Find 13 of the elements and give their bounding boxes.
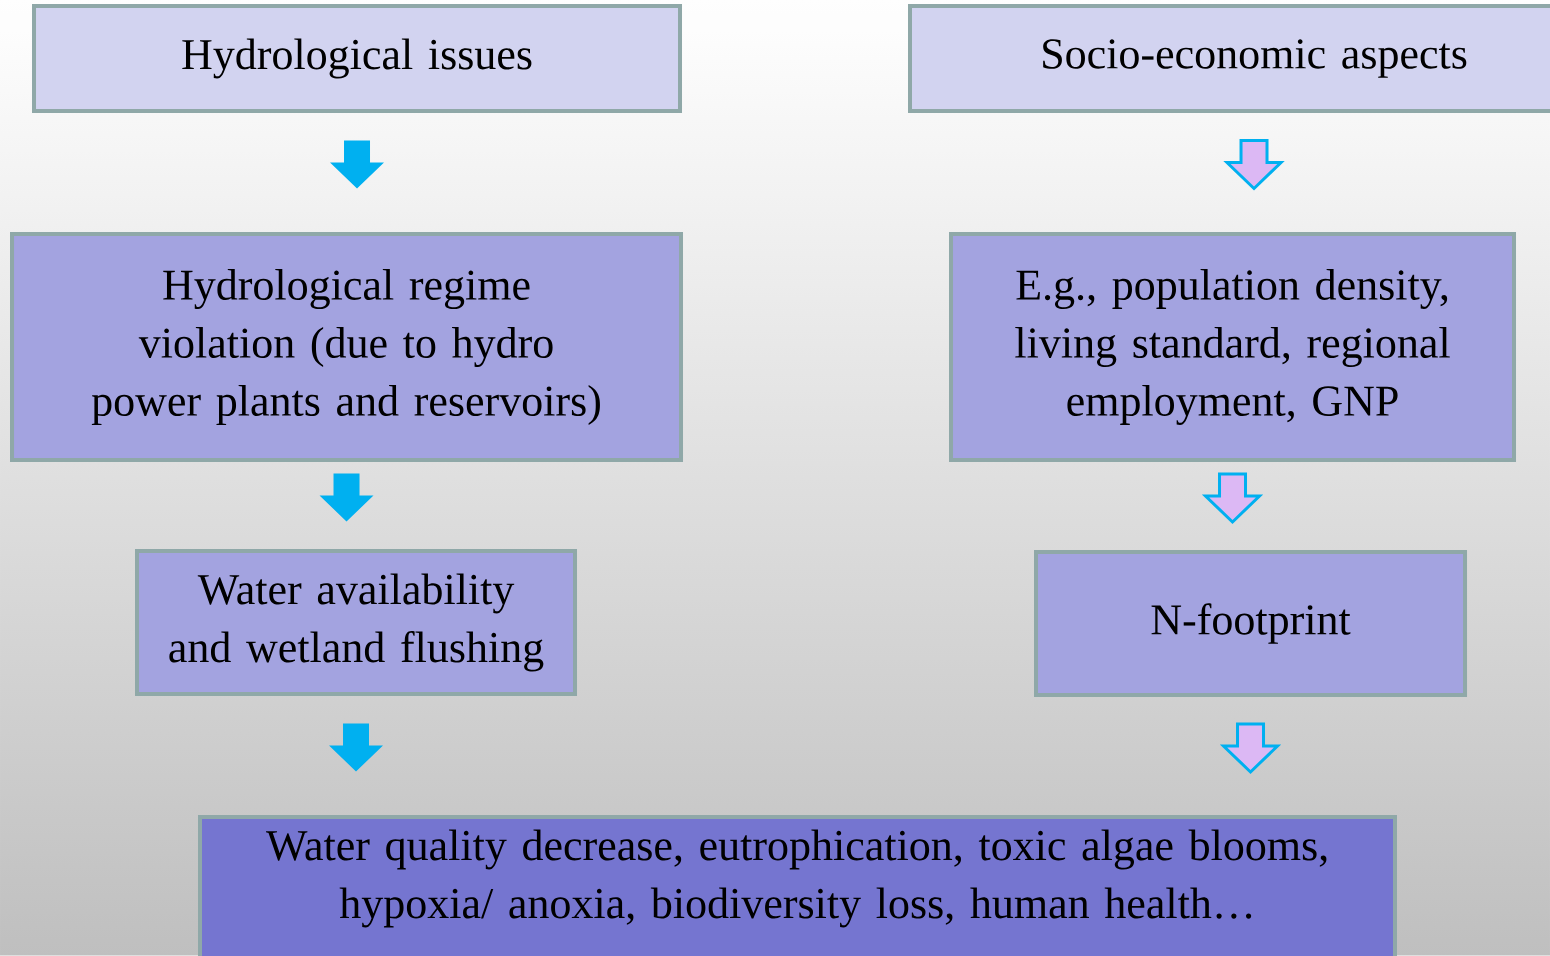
arrow bbox=[319, 473, 374, 522]
text-box: N-footprint bbox=[1034, 550, 1467, 697]
arrow bbox=[329, 723, 383, 772]
arrow bbox=[1219, 722, 1282, 775]
arrow bbox=[1223, 139, 1285, 191]
arrow bbox=[330, 140, 384, 189]
text-box: E.g., population density, living standard, regional employment, GNP bbox=[949, 232, 1516, 462]
text-box: Water quality decrease, eutrophication, toxic algae blooms, hypoxia/ anoxia, biodiversity loss, human health… bbox=[198, 815, 1397, 956]
text-box: Hydrological regime violation (due to hydro power plants and reservoirs) bbox=[10, 232, 683, 462]
text-box: Socio-economic aspects bbox=[908, 4, 1550, 113]
arrow bbox=[1201, 472, 1264, 525]
text-box: Hydrological issues bbox=[32, 4, 682, 113]
text-box: Water availability and wetland flushing bbox=[135, 549, 577, 696]
